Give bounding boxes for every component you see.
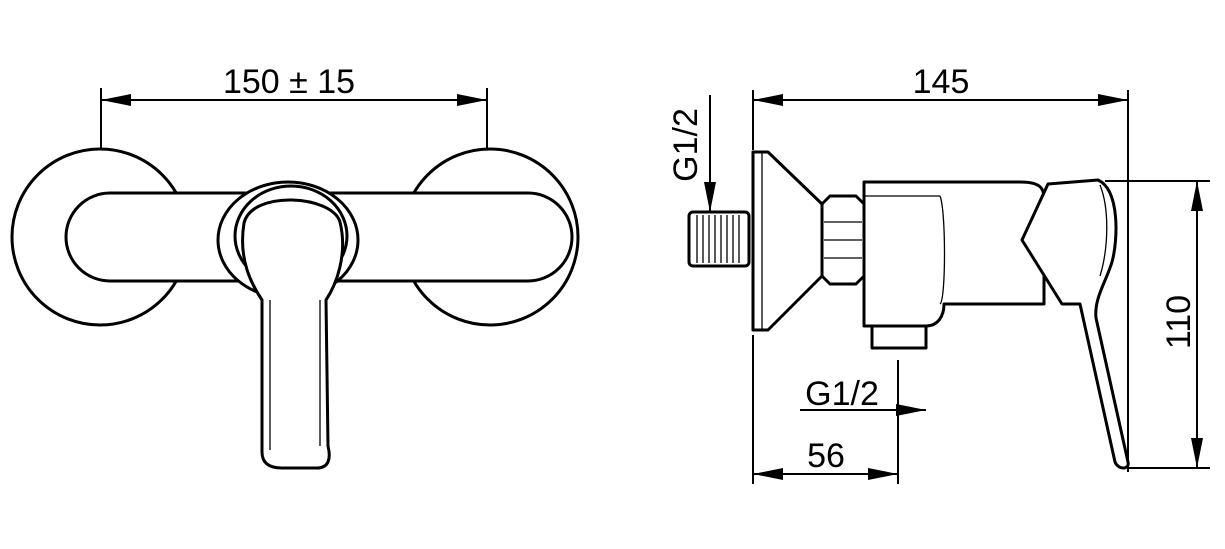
label-outlet-thread: G1/2	[805, 375, 879, 413]
label-front-width: 150 ± 15	[223, 63, 355, 101]
lever-handle	[241, 198, 345, 470]
dim-inlet-thread: G1/2	[667, 95, 716, 212]
dim-height: 110	[1105, 180, 1210, 469]
label-height: 110	[1160, 295, 1198, 349]
lever-side	[1020, 178, 1130, 470]
wall-flange	[751, 150, 824, 332]
dim-front-width: 150 ± 15	[100, 63, 488, 150]
front-view	[10, 147, 580, 470]
outlet-stub	[870, 324, 928, 350]
label-outlet-offset: 56	[807, 437, 845, 475]
inlet-thread	[687, 210, 751, 268]
dim-outlet-offset: 56	[752, 335, 898, 484]
label-inlet-thread: G1/2	[667, 108, 705, 182]
valve-body-side	[862, 180, 1046, 328]
label-side-depth: 145	[913, 63, 970, 101]
side-view	[687, 150, 1130, 470]
dim-side-depth: 145	[752, 63, 1129, 472]
lever-handle-edge	[269, 300, 321, 450]
dim-outlet-thread: G1/2	[800, 360, 926, 484]
